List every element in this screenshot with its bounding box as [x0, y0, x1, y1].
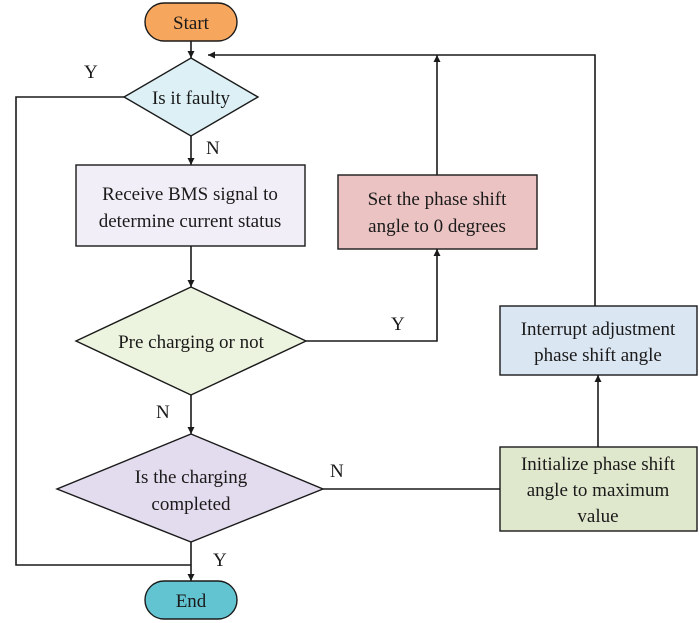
- end-label: End: [176, 591, 207, 612]
- process-receive-shape: [75, 164, 306, 247]
- process-receive-line-1: Receive BMS signal to: [102, 184, 278, 205]
- process-receive-line-2: determine current status: [99, 211, 282, 232]
- process-initialize-line-1: Initialize phase shift: [521, 454, 676, 475]
- decision-faulty-shape: [122, 57, 260, 137]
- end-node: End: [144, 580, 238, 620]
- decision-faulty-label: Is it faulty: [152, 88, 231, 109]
- edge-labels: Y N Y N N Y: [84, 62, 405, 571]
- edge-faulty-yes-to-end: [15, 96, 191, 566]
- edge-label-completed-no: N: [330, 461, 344, 482]
- decision-precharging-label: Pre charging or not: [118, 332, 265, 353]
- end-terminal-shape: [144, 580, 238, 620]
- edge-interrupt-to-loop: [208, 51, 596, 306]
- process-receive-bms-signal: Receive BMS signal to determine current …: [75, 164, 306, 247]
- start-terminal-shape: [144, 2, 238, 42]
- edge-precharging-yes-to-set-zero: [306, 249, 441, 342]
- process-set-zero-line-2: angle to 0 degrees: [368, 216, 506, 237]
- decision-completed-line-1: Is the charging: [135, 467, 248, 488]
- process-initialize-line-2: angle to maximum: [527, 480, 670, 501]
- decision-charging-completed: Is the charging completed: [55, 433, 325, 543]
- edge-label-precharging-yes: Y: [391, 314, 405, 335]
- process-initialize-shape: [499, 446, 698, 532]
- process-set-phase-zero: Set the phase shift angle to 0 degrees: [337, 174, 538, 250]
- edge-label-faulty-no: N: [206, 138, 220, 159]
- decision-completed-shape: [55, 433, 325, 543]
- decision-precharging-shape: [74, 286, 308, 396]
- process-interrupt-adjustment: Interrupt adjustment phase shift angle: [499, 305, 698, 376]
- process-set-zero-line-1: Set the phase shift: [368, 189, 508, 210]
- process-interrupt-shape: [499, 305, 698, 376]
- edge-label-precharging-no: N: [156, 402, 170, 423]
- decision-completed-line-2: completed: [151, 494, 231, 515]
- process-interrupt-line-1: Interrupt adjustment: [521, 319, 676, 340]
- connectors: [15, 41, 602, 581]
- edge-label-completed-yes: Y: [213, 550, 227, 571]
- start-label: Start: [173, 13, 210, 34]
- process-set-zero-shape: [337, 174, 538, 250]
- start-node: Start: [144, 2, 238, 42]
- decision-pre-charging: Pre charging or not: [74, 286, 308, 396]
- process-initialize-phase-max: Initialize phase shift angle to maximum …: [499, 446, 698, 532]
- decision-is-it-faulty: Is it faulty: [122, 57, 260, 137]
- edge-label-faulty-yes: Y: [84, 62, 98, 83]
- process-initialize-line-3: value: [577, 506, 618, 527]
- process-interrupt-line-2: phase shift angle: [534, 345, 662, 366]
